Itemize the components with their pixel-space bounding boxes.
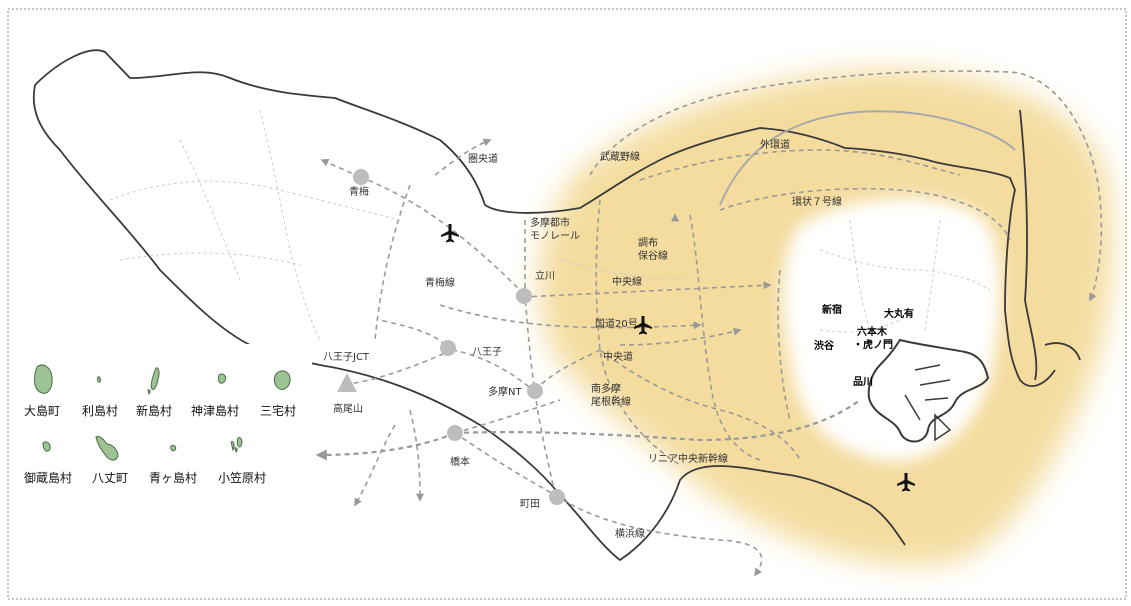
airplane-icon	[897, 473, 915, 492]
island-name: 三宅村	[260, 403, 296, 418]
label-roppongi-2: ・虎ノ門	[853, 338, 893, 351]
label-chuo-line: 中央線	[612, 275, 642, 288]
label-ken-o-do: 圏央道	[468, 152, 498, 165]
figure-frame	[7, 8, 1127, 600]
label-chofu-2: 保谷線	[638, 249, 668, 262]
label-route-20: 国道20号	[595, 317, 638, 330]
gaikan-expressway	[719, 110, 1016, 206]
label-minami-tama-2: 尾根幹線	[591, 395, 631, 408]
label-musashino-line: 武蔵野線	[600, 150, 640, 163]
bay-piers	[904, 364, 952, 442]
bay-shoreline	[867, 338, 990, 443]
airplane-icons	[441, 224, 915, 492]
label-roppongi-1: 六本木	[857, 325, 888, 338]
label-monorail-2: モノレール	[530, 231, 580, 242]
node-tama-nt	[527, 383, 543, 399]
label-monorail-1: 多摩都市	[530, 216, 570, 229]
node-hachioji	[440, 340, 456, 356]
label-shinjuku: 新宿	[822, 303, 842, 316]
node-hashimoto	[447, 425, 463, 441]
label-tama-nt: 多摩NT	[488, 385, 522, 398]
island-oshima-icon	[34, 364, 53, 394]
airplane-icon	[634, 316, 652, 335]
route-network	[315, 70, 1103, 577]
municipal-boundaries	[109, 109, 991, 341]
airplane-icon	[441, 224, 459, 243]
island-niijima-icon	[147, 367, 160, 395]
island-name: 新島村	[136, 403, 172, 418]
island-aogashima-icon	[170, 444, 177, 452]
island-name: 大島町	[24, 403, 60, 418]
island-shapes	[34, 364, 291, 461]
island-ogasawara-icon	[230, 437, 243, 453]
label-ome-line: 青梅線	[425, 276, 455, 289]
label-takaosan: 高尾山	[333, 402, 363, 415]
island-mikurajima-icon	[42, 441, 51, 452]
label-chofu-1: 調布	[638, 236, 658, 249]
tokyo-boundary	[34, 49, 1056, 387]
label-shinagawa: 品川	[853, 376, 873, 388]
label-minami-tama-1: 南多摩	[591, 382, 621, 395]
label-hachioji: 八王子	[472, 346, 502, 358]
label-kanjo-7: 環状７号線	[792, 195, 842, 208]
island-name: 神津島村	[191, 403, 239, 418]
mountain-icon	[337, 373, 357, 392]
tokyo-boundary-east-rivers	[1019, 109, 1081, 381]
node-ome	[353, 169, 369, 185]
islands-inset: 大島町 利島村 新島村 神津島村 三宅村 御蔵島村 八丈町 青ヶ島村 小笠原村	[19, 344, 312, 498]
island-kozushima-icon	[218, 373, 226, 384]
label-hashimoto: 橋本	[450, 455, 470, 468]
island-toshima-icon	[97, 376, 101, 383]
node-tachikawa	[516, 288, 532, 304]
central-core-area	[782, 197, 1001, 462]
label-shibuya: 渋谷	[814, 339, 835, 352]
island-hachijo-icon	[95, 436, 119, 461]
label-linear-shinkansen: リニア中央新幹線	[648, 452, 728, 465]
label-ome: 青梅	[349, 185, 369, 198]
station-nodes	[337, 169, 565, 505]
label-gaikan-do: 外環道	[760, 138, 790, 151]
label-chuo-do: 中央道	[603, 350, 633, 363]
tokyo-boundary-south	[319, 364, 906, 561]
tokyo-boundary-west	[32, 84, 321, 366]
island-name: 御蔵島村	[24, 470, 72, 485]
island-name: 利島村	[82, 403, 118, 418]
label-yokohama-line: 横浜線	[615, 527, 645, 540]
label-tachikawa: 立川	[535, 269, 555, 282]
island-miyake-icon	[273, 370, 291, 390]
label-machida: 町田	[520, 499, 540, 510]
islands-inset-background	[19, 344, 312, 498]
label-hachioji-jct: 八王子JCT	[323, 351, 370, 363]
label-marunouchi: 大丸有	[884, 307, 914, 320]
island-name: 青ヶ島村	[149, 470, 197, 485]
island-name: 小笠原村	[218, 470, 266, 485]
island-name: 八丈町	[92, 471, 128, 485]
node-machida	[549, 489, 565, 505]
